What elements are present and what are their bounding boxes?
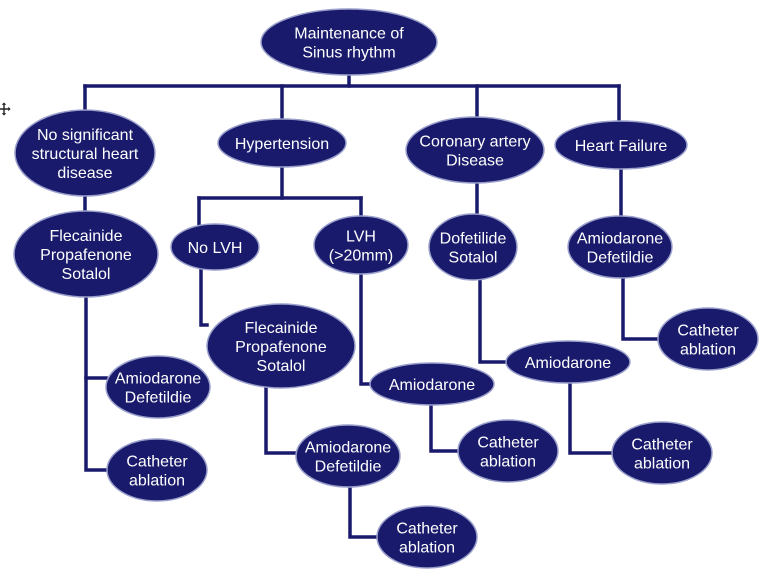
node-label-line: Sotalol — [62, 266, 111, 283]
node-ellipse — [206, 303, 356, 389]
node-ellipse — [217, 118, 347, 168]
node-label-line: ablation — [129, 473, 185, 490]
node-heart-failure: Heart Failure — [554, 120, 688, 170]
node-cad-amio: Amiodarone — [505, 340, 631, 384]
node-label-line: structural heart — [32, 146, 139, 163]
node-label-line: Catheter — [677, 323, 739, 340]
node-ellipse — [376, 505, 478, 569]
node-label-line: ablation — [399, 540, 455, 557]
node-label-line: Sotalol — [257, 358, 306, 375]
node-label-line: Flecainide — [50, 228, 123, 245]
node-ellipse — [105, 355, 211, 419]
node-nolvh-cath: Catheter ablation — [376, 505, 478, 569]
node-label-line: Sinus rhythm — [302, 45, 395, 62]
node-lvh-amio: Amiodarone — [369, 362, 495, 406]
node-label-line: Coronary artery — [419, 134, 530, 151]
node-label-line: Amiodarone — [525, 355, 611, 372]
node-ellipse — [657, 307, 759, 371]
node-label-line: Amiodarone — [115, 371, 201, 388]
node-label-line: Propafenone — [235, 339, 327, 356]
node-ellipse — [405, 116, 545, 184]
node-label-line: Hypertension — [235, 136, 329, 153]
connector-line — [359, 272, 372, 386]
node-label-line: LVH — [346, 229, 376, 246]
node-lvh: LVH (>20mm) — [313, 215, 409, 275]
node-cad-cath: Catheter ablation — [611, 421, 713, 485]
node-label-line: (>20mm) — [329, 248, 393, 265]
node-label-line: Flecainide — [245, 320, 318, 337]
node-ellipse — [567, 215, 673, 279]
node-ellipse — [13, 210, 159, 298]
node-root: Maintenance of Sinus rhythm — [260, 8, 438, 76]
node-ellipse — [106, 438, 208, 502]
node-label-line: Amiodarone — [577, 231, 663, 248]
node-ellipse — [369, 362, 495, 406]
node-ellipse — [428, 213, 518, 281]
move-cursor-icon[interactable] — [0, 101, 12, 117]
node-ellipse — [505, 340, 631, 384]
connector-line — [621, 276, 660, 341]
node-label-line: Catheter — [631, 437, 693, 454]
connector-line — [264, 386, 298, 455]
node-ellipse — [295, 424, 401, 488]
connector-line — [568, 381, 614, 455]
node-label-line: ablation — [480, 454, 536, 471]
node-ellipse — [457, 419, 559, 483]
connector-line — [478, 278, 508, 364]
node-no-structural: No significant structural heart disease — [14, 109, 156, 197]
node-label-line: Amiodarone — [389, 377, 475, 394]
node-label-line: No LVH — [188, 240, 243, 257]
node-nsh-cath: Catheter ablation — [106, 438, 208, 502]
node-label-line: Catheter — [126, 454, 188, 471]
node-ellipse — [170, 223, 260, 271]
node-ellipse — [260, 8, 438, 76]
node-label-line: Propafenone — [40, 247, 132, 264]
node-label-line: Disease — [446, 153, 504, 170]
node-label-line: No significant — [37, 127, 134, 144]
node-label-line: Amiodarone — [305, 440, 391, 457]
node-ellipse — [554, 120, 688, 170]
node-ellipse — [611, 421, 713, 485]
connector-line — [429, 403, 460, 453]
node-ellipse — [313, 215, 409, 275]
node-no-lvh: No LVH — [170, 223, 260, 271]
node-label-line: Heart Failure — [575, 138, 668, 155]
node-label-line: Catheter — [396, 521, 458, 538]
node-label-line: Defetildie — [587, 250, 654, 267]
node-hypertension: Hypertension — [217, 118, 347, 168]
node-label-line: Dofetilide — [440, 231, 507, 248]
node-hf-cath: Catheter ablation — [657, 307, 759, 371]
node-label-line: ablation — [680, 342, 736, 359]
connector-line — [84, 295, 109, 472]
connector-line — [348, 485, 379, 539]
node-ellipse — [14, 109, 156, 197]
node-label-line: Defetildie — [125, 390, 192, 407]
node-label-line: disease — [57, 165, 112, 182]
node-label-line: Sotalol — [449, 250, 498, 267]
node-label-line: Maintenance of — [294, 26, 404, 43]
node-label-line: ablation — [634, 456, 690, 473]
node-label-line: Defetildie — [315, 459, 382, 476]
node-lvh-cath: Catheter ablation — [457, 419, 559, 483]
connector-line — [199, 268, 209, 327]
node-label-line: Catheter — [477, 435, 539, 452]
